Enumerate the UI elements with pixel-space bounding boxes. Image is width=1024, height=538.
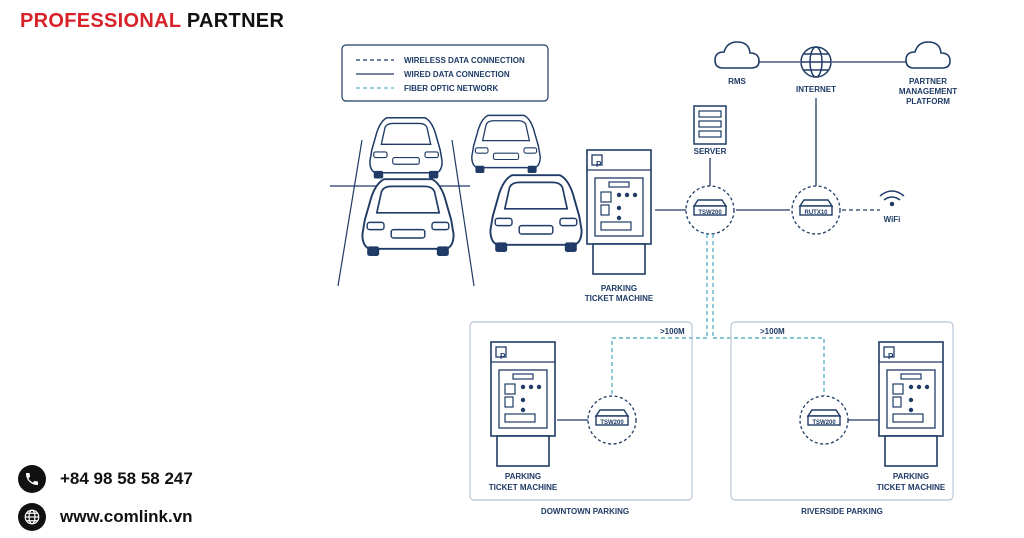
switch-main-label: TSW200 — [698, 210, 722, 216]
riverside-parking-title: RIVERSIDE PARKING — [801, 507, 883, 516]
brand-title-part1: PROFESSIONAL — [20, 10, 182, 32]
car-icon — [489, 174, 583, 253]
fiber-links — [611, 234, 825, 396]
legend: WIRELESS DATA CONNECTION WIRED DATA CONN… — [341, 44, 549, 102]
website-link: www.comlink.vn — [60, 507, 193, 526]
machine-badge: P — [596, 160, 602, 169]
machine-badge: P — [500, 352, 506, 361]
brand-title: PROFESSIONAL PARTNER — [20, 10, 284, 33]
wifi-icon — [879, 190, 905, 207]
contact-website-row[interactable]: www.comlink.vn — [18, 503, 193, 531]
partner-label-line2: MANAGEMENT — [899, 87, 957, 96]
legend-wireless: WIRELESS DATA CONNECTION — [404, 56, 525, 65]
riverside-switch-label: TSW200 — [812, 420, 836, 426]
parking-lot — [330, 114, 583, 287]
legend-fiber: FIBER OPTIC NETWORK — [404, 84, 498, 93]
downtown-parking-panel: >100M P TSW200 PARKING TICKET MACHINE — [469, 321, 693, 501]
riverside-distance: >100M — [760, 327, 785, 336]
car-icon — [369, 116, 443, 180]
brand-title-part2: PARTNER — [186, 10, 285, 32]
riverside-machine-label-line1: PARKING — [893, 472, 929, 481]
router-label: RUTX10 — [804, 210, 828, 216]
contact-phone-row[interactable]: +84 98 58 58 247 — [18, 465, 193, 493]
downtown-machine-label-line1: PARKING — [505, 472, 541, 481]
rms-label: RMS — [728, 77, 746, 86]
internet-globe-icon — [800, 46, 832, 78]
phone-number: +84 98 58 58 247 — [60, 469, 193, 488]
car-icon — [361, 178, 455, 257]
partner-cloud-icon — [905, 41, 951, 69]
wifi-label: WiFi — [884, 215, 901, 224]
riverside-parking-panel: >100M P TSW200 PARKING TICKET MACHINE — [730, 321, 954, 501]
downtown-distance: >100M — [660, 327, 685, 336]
machine-main-label-line2: TICKET MACHINE — [585, 294, 654, 303]
top-network-links — [758, 61, 906, 186]
legend-wired: WIRED DATA CONNECTION — [404, 70, 510, 79]
downtown-switch-label: TSW200 — [600, 420, 624, 426]
downtown-parking-title: DOWNTOWN PARKING — [541, 507, 629, 516]
downtown-machine-label-line2: TICKET MACHINE — [489, 483, 558, 492]
car-icon — [471, 114, 541, 174]
globe-icon — [18, 503, 46, 531]
internet-label: INTERNET — [796, 85, 836, 94]
server-icon — [693, 105, 727, 145]
rms-cloud-icon — [714, 41, 760, 69]
partner-label-line3: PLATFORM — [906, 97, 950, 106]
riverside-machine-label-line2: TICKET MACHINE — [877, 483, 946, 492]
machine-badge: P — [888, 352, 894, 361]
machine-main-label-line1: PARKING — [601, 284, 637, 293]
phone-icon — [18, 465, 46, 493]
partner-label-line1: PARTNER — [909, 77, 947, 86]
server-label: SERVER — [694, 147, 727, 156]
